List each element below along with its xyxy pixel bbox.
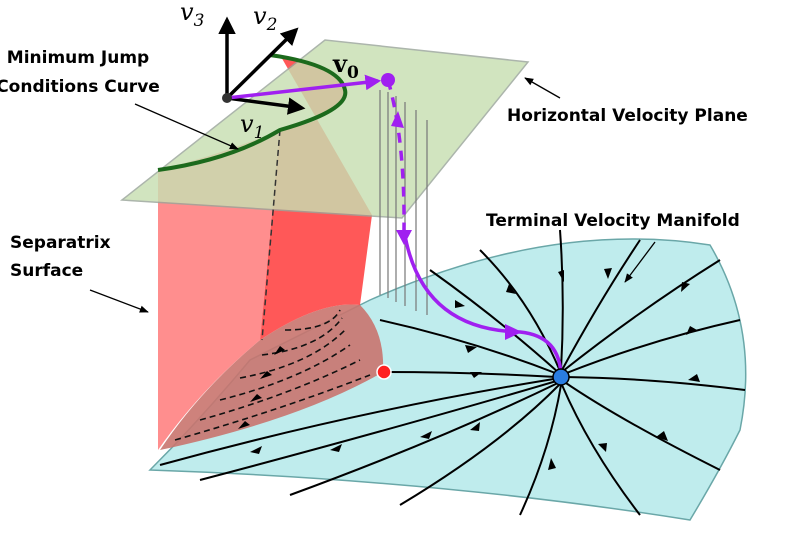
v0-vector — [226, 74, 382, 100]
minimum-jump-curve — [157, 53, 348, 172]
v3-label: v3 — [180, 0, 204, 31]
separatrix-label-line2: Surface — [10, 261, 83, 281]
velocity-axes — [218, 16, 306, 115]
origin-point — [222, 93, 232, 103]
trajectory-arrow-3 — [505, 324, 522, 340]
trajectory-dashed — [386, 79, 406, 231]
separatrix-flow-lines — [174, 309, 371, 441]
saddle-point — [376, 364, 392, 380]
initial-velocity-point — [381, 73, 395, 87]
min-jump-label-line2: Conditions Curve — [0, 77, 160, 97]
terminal-manifold-label: Terminal Velocity Manifold — [486, 211, 740, 231]
horizontal-plane-label: Horizontal Velocity Plane — [507, 106, 748, 126]
flow-arrowheads — [238, 268, 700, 470]
terminal-node — [552, 368, 570, 386]
separatrix-region — [160, 304, 384, 450]
v0-label: v0 — [332, 49, 359, 83]
separatrix-surface-lower — [158, 130, 280, 450]
pointer-arrows — [89, 77, 656, 313]
min-jump-label-line1: Minimum Jump — [7, 48, 149, 68]
separatrix-hidden-edge — [261, 129, 281, 341]
v1-label: v1 — [240, 110, 264, 143]
trajectory-arrow-1 — [391, 111, 404, 128]
v2-label: v2 — [253, 2, 277, 35]
manifold-flow-lines — [159, 229, 746, 516]
trajectory-solid — [402, 229, 563, 377]
horizontal-velocity-plane — [119, 39, 530, 219]
projection-lines — [379, 90, 428, 315]
trajectory-arrow-2 — [396, 230, 412, 245]
separatrix-label-line1: Separatrix — [10, 233, 111, 253]
